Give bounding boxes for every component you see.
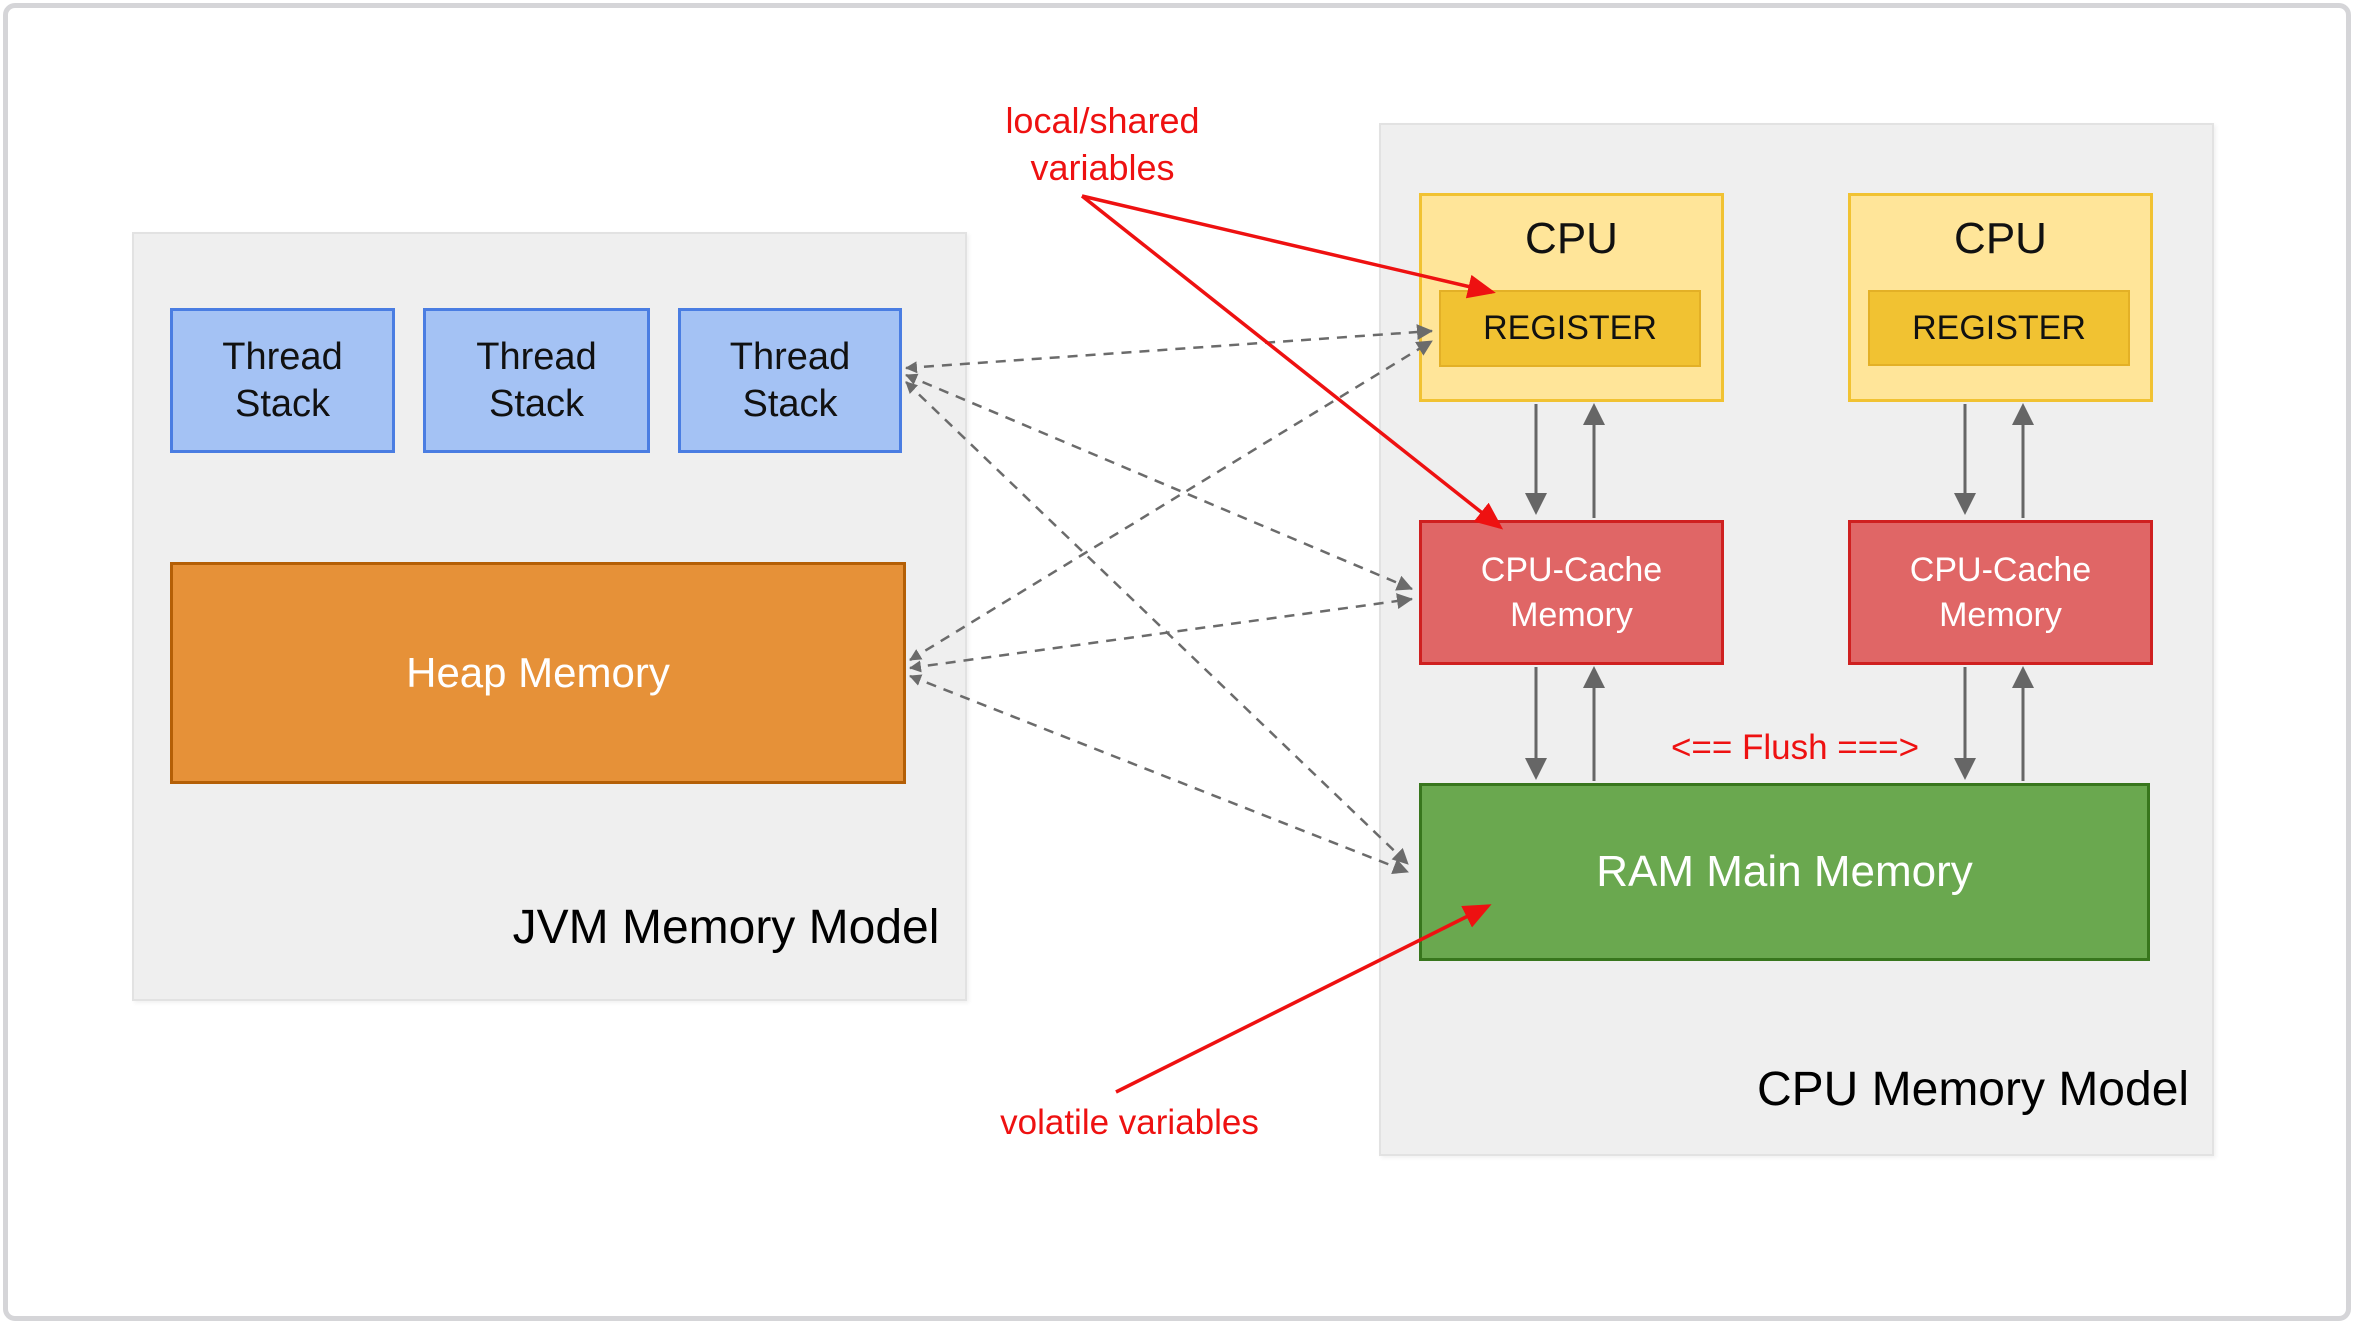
thread-stack-box-1: Thread Stack [170, 308, 395, 453]
local-shared-line2: variables [1030, 146, 1175, 188]
register-label-1: REGISTER [1483, 309, 1657, 347]
jvm-model-title: JVM Memory Model [512, 901, 940, 954]
thread-stack-label-3: Thread Stack [729, 336, 851, 425]
cpu-model-title: CPU Memory Model [1756, 1063, 2190, 1116]
thread-stack-box-2: Thread Stack [423, 308, 650, 453]
cpu-cache-box-2: CPU-Cache Memory [1848, 520, 2153, 665]
thread-stack-label-2: Thread Stack [476, 336, 597, 425]
cpu-cache-box-1: CPU-Cache Memory [1419, 520, 1724, 665]
cpu-box-1: CPU REGISTER [1419, 193, 1724, 402]
register-box-1: REGISTER [1439, 290, 1701, 367]
cpu-box-2: CPU REGISTER [1848, 193, 2153, 402]
flush-annotation: <== Flush ===> [1670, 728, 1920, 767]
register-box-2: REGISTER [1868, 290, 2130, 366]
volatile-variables-annotation: volatile variables [1000, 1103, 1259, 1142]
register-label-2: REGISTER [1912, 308, 2086, 347]
cpu-label-1: CPU [1525, 214, 1618, 263]
heap-memory-label: Heap Memory [406, 649, 670, 696]
thread-stack-label-1: Thread Stack [222, 336, 343, 425]
local-shared-line1: local/shared [1005, 100, 1200, 141]
cpu-cache-label-2: CPU-Cache Memory [1909, 551, 2092, 634]
ram-main-memory-label: RAM Main Memory [1596, 847, 1973, 896]
cpu-cache-label-1: CPU-Cache Memory [1480, 551, 1663, 634]
cpu-label-2: CPU [1954, 214, 2047, 263]
ram-main-memory-box: RAM Main Memory [1419, 783, 2150, 961]
heap-memory-box: Heap Memory [170, 562, 906, 784]
thread-stack-box-3: Thread Stack [678, 308, 902, 453]
local-shared-variables-annotation: local/shared variables [955, 98, 1250, 192]
